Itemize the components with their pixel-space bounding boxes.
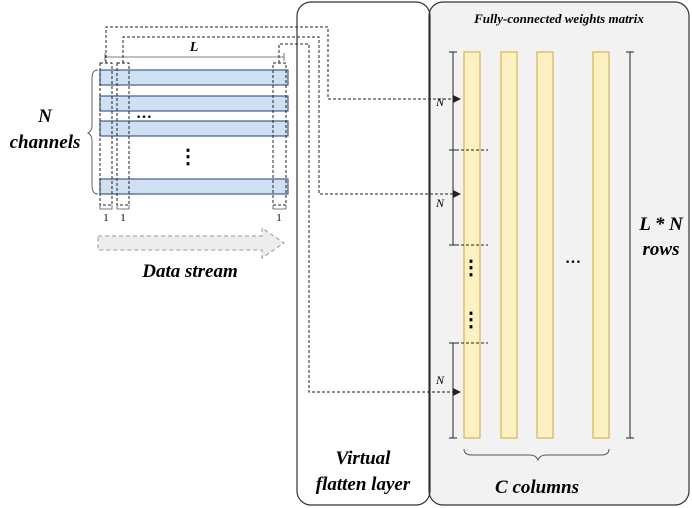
routing-lines xyxy=(105,26,461,396)
segment-label-2: N xyxy=(435,196,445,210)
unit-bracket xyxy=(272,205,287,210)
channels-word-label: channels xyxy=(10,132,81,153)
columns-brace xyxy=(463,448,610,462)
route-to-segment-2 xyxy=(122,36,461,198)
segment-label-3: N xyxy=(435,373,445,387)
unit-label-1: 1 xyxy=(103,212,109,224)
channel-bar xyxy=(99,120,289,137)
rows-label-line2: rows xyxy=(643,239,680,260)
length-label: L xyxy=(189,40,199,55)
unit-brackets xyxy=(99,205,287,210)
segment-markers xyxy=(449,51,457,439)
channel-bar xyxy=(99,178,289,195)
vertical-ellipsis-segments-2: ⋮ xyxy=(461,309,481,331)
vertical-ellipsis-channels: ⋮ xyxy=(178,146,198,168)
weight-columns xyxy=(463,51,610,439)
route-to-segment-1 xyxy=(105,26,461,103)
columns-label: C columns xyxy=(495,477,579,498)
weight-column xyxy=(592,51,610,439)
columns-ellipsis: … xyxy=(565,250,581,267)
route-to-segment-3 xyxy=(278,43,461,396)
weights-matrix-panel xyxy=(428,1,690,506)
flatten-label-line2: flatten layer xyxy=(316,474,411,495)
channels-brace xyxy=(86,69,99,195)
weight-column xyxy=(500,51,518,439)
channel-bar xyxy=(99,95,289,112)
weights-matrix-title: Fully-connected weights matrix xyxy=(473,11,644,26)
unit-label-3: 1 xyxy=(276,212,282,224)
unit-bracket xyxy=(116,205,130,210)
flatten-label-line1: Virtual xyxy=(336,448,392,469)
rows-dimension xyxy=(626,51,634,439)
data-stream-arrow xyxy=(97,227,285,259)
unit-label-2: 1 xyxy=(120,212,126,224)
channels-n-label: N xyxy=(37,106,53,127)
rows-label-line1: L * N xyxy=(638,214,684,235)
channel-bar xyxy=(99,69,289,86)
segment-label-1: N xyxy=(435,95,445,109)
vertical-ellipsis-segments-1: ⋮ xyxy=(461,257,481,279)
horizontal-ellipsis: … xyxy=(136,105,152,122)
segment-separators xyxy=(456,149,488,344)
weight-column xyxy=(536,51,554,439)
channel-bars xyxy=(99,69,289,195)
data-stream-label: Data stream xyxy=(141,261,238,282)
virtual-flatten-layer-panel xyxy=(296,1,431,506)
unit-bracket xyxy=(99,205,113,210)
